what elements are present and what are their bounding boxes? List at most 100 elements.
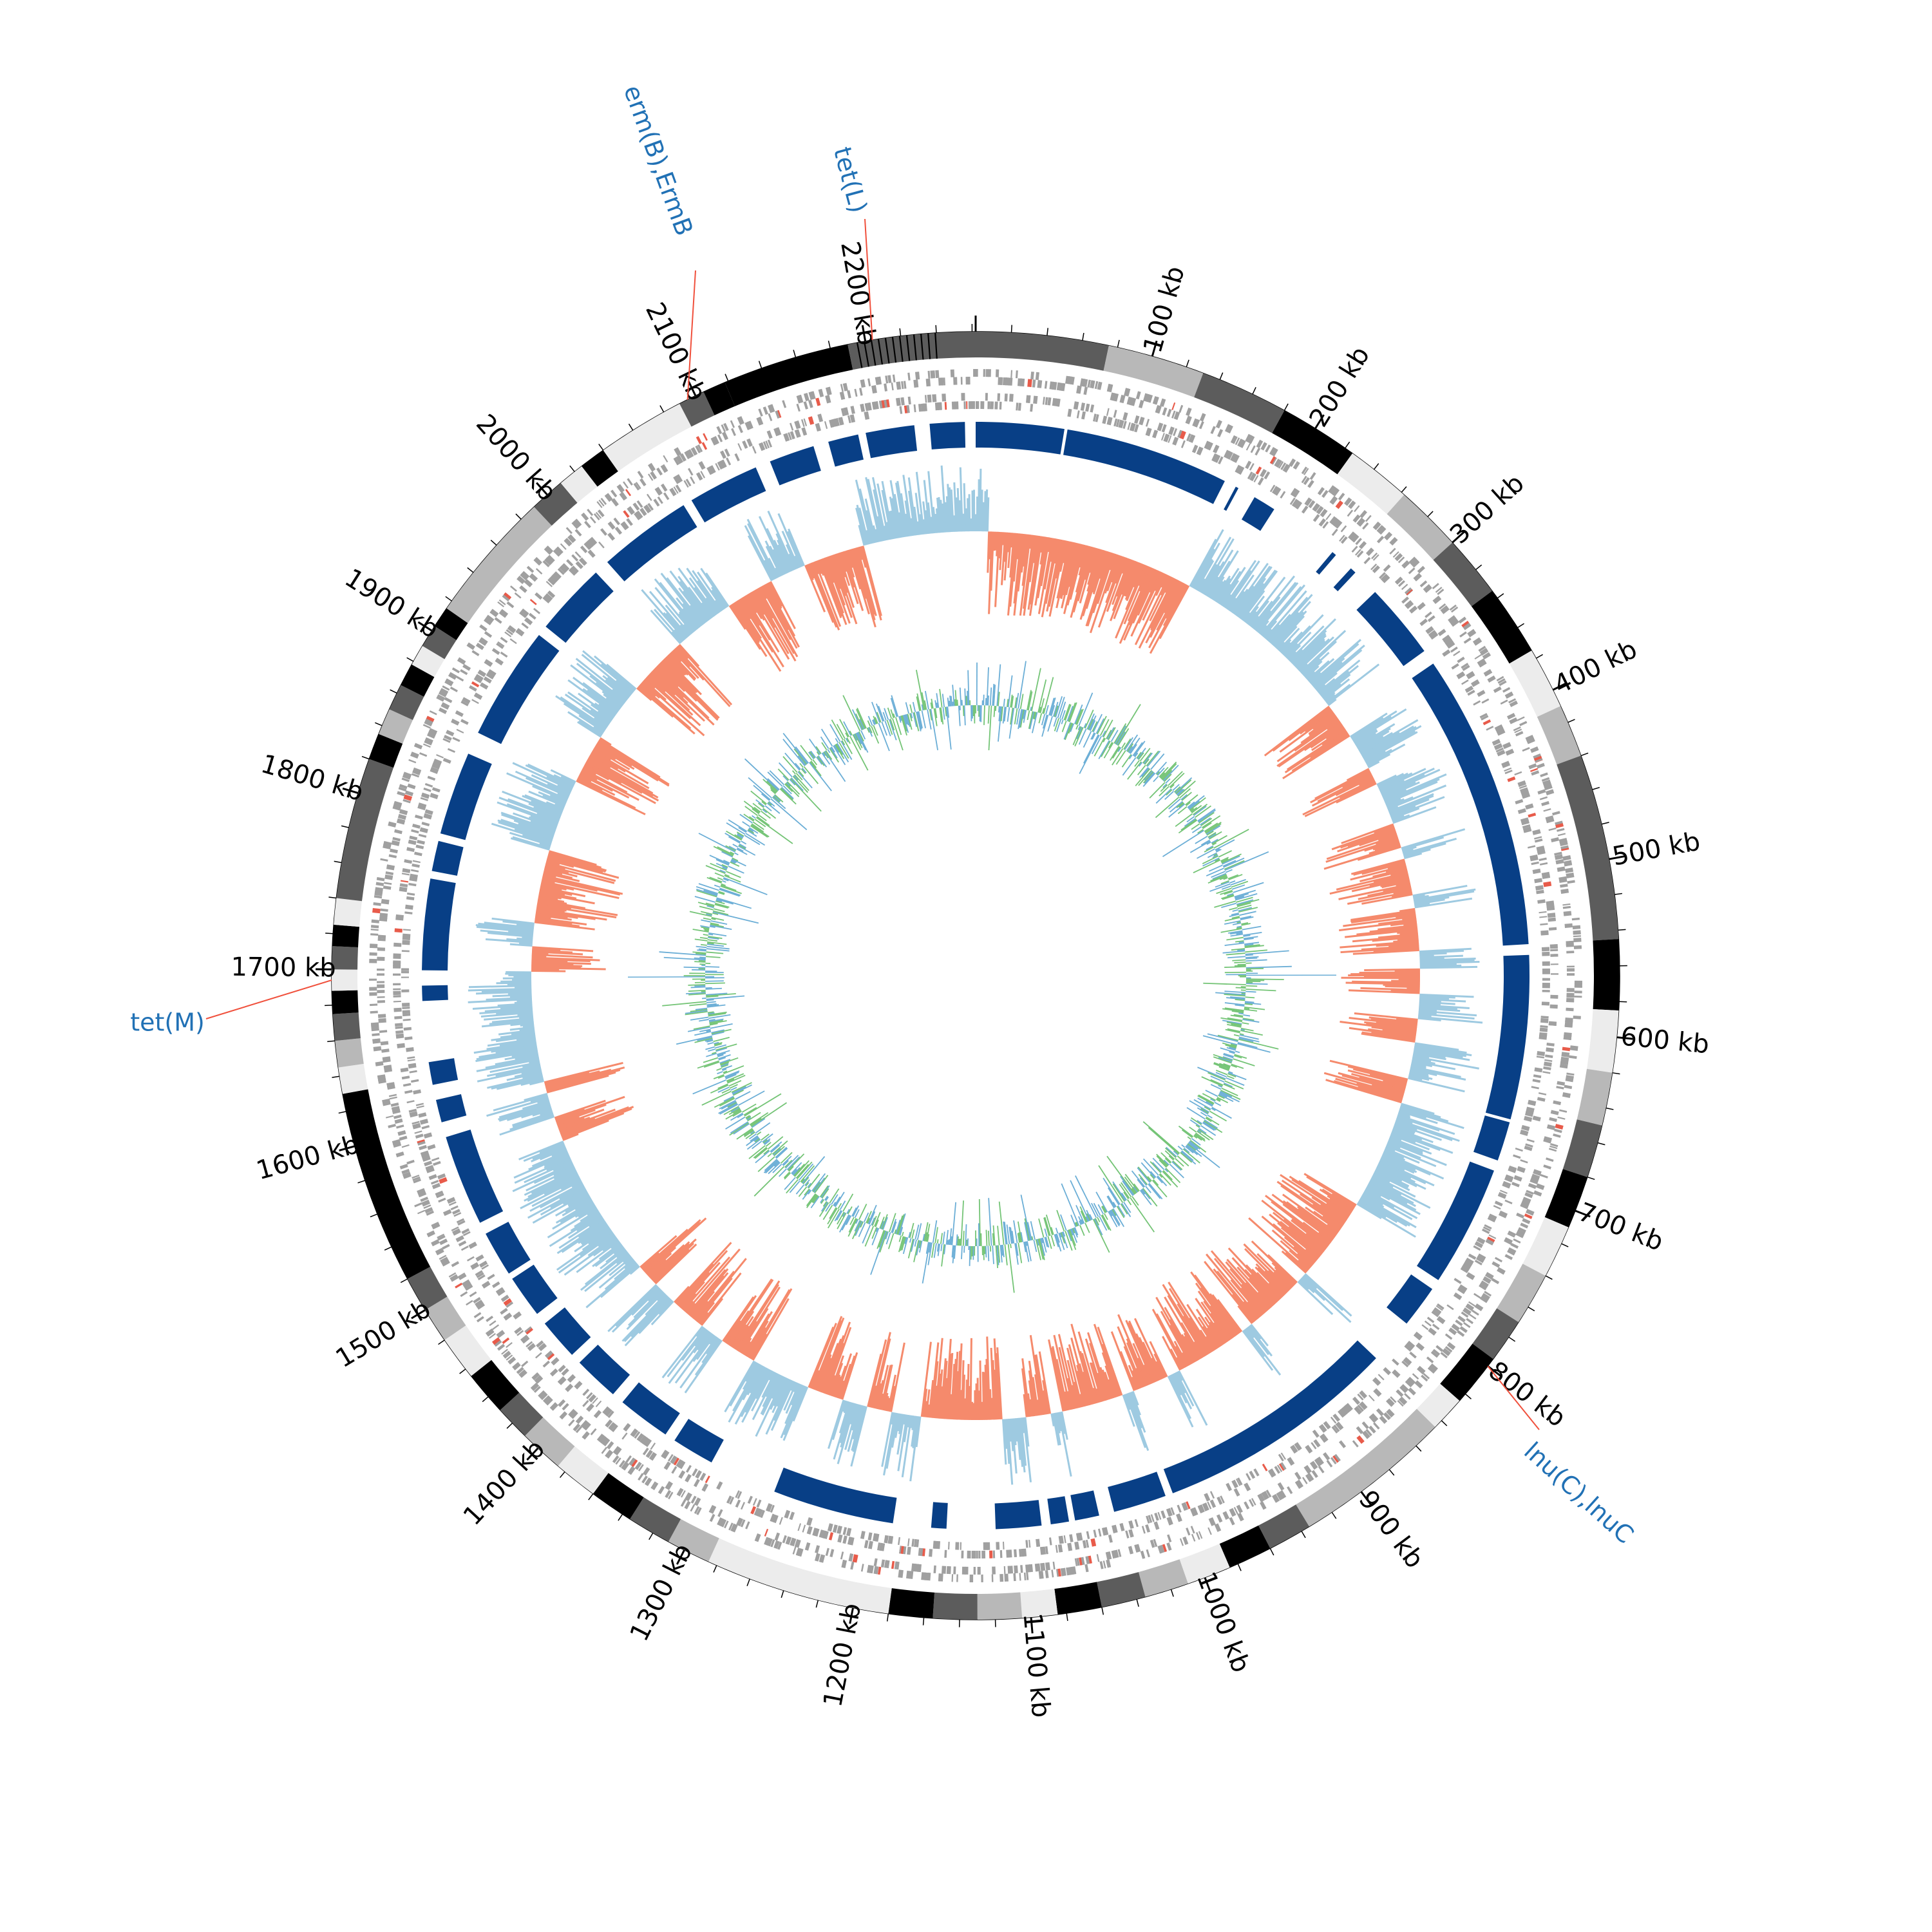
gc-high-bar <box>589 753 650 790</box>
minor-tick <box>1219 372 1224 380</box>
gc-low-bar <box>1222 594 1232 607</box>
gc-high-bar <box>581 769 639 801</box>
gc-low-bar <box>1010 1418 1018 1474</box>
gc-skew-bar <box>1003 1222 1008 1245</box>
gc-high-bar <box>737 599 752 620</box>
gc-low-bar <box>1321 674 1351 698</box>
gene-feature <box>442 738 451 743</box>
gc-low-bar <box>1056 1412 1062 1432</box>
gene-feature <box>819 1554 823 1562</box>
gc-low-bar <box>1413 895 1429 900</box>
gene-feature <box>1557 1081 1566 1086</box>
major-tick <box>339 1145 355 1151</box>
gc-high-bar <box>1155 1361 1166 1379</box>
gc-low-bar <box>1194 558 1213 590</box>
gc-high-bar <box>1148 582 1185 649</box>
gc-skew-bar <box>1035 1239 1041 1260</box>
gc-low-bar <box>518 942 533 945</box>
gene-feature <box>1213 444 1220 453</box>
gc-low-bar <box>1298 663 1309 672</box>
gc-skew-bar <box>1061 720 1067 732</box>
gene-feature <box>1320 1435 1327 1443</box>
gc-low-bar <box>1309 672 1321 683</box>
gene-feature <box>1525 803 1534 810</box>
gc-skew-bar <box>1200 1112 1208 1117</box>
gc-high-bar <box>1210 1250 1266 1314</box>
gene-feature <box>852 1554 858 1563</box>
gc-high-bar <box>1091 1362 1104 1402</box>
minor-tick <box>341 825 349 828</box>
gc-high-bar <box>1396 882 1411 887</box>
gc-low-bar <box>1378 1160 1426 1184</box>
gc-high-bar <box>1010 533 1014 548</box>
gene-feature <box>713 436 719 445</box>
gc-low-bar <box>609 1256 632 1276</box>
gc-low-bar <box>531 1170 578 1195</box>
gene-feature <box>1523 829 1532 833</box>
gc-high-bar <box>1160 576 1171 596</box>
gc-skew-bar <box>1138 752 1144 761</box>
gene-feature <box>1473 1245 1481 1251</box>
gc-low-bar <box>499 1039 536 1047</box>
gc-high-bar <box>1288 708 1332 741</box>
tick-label: 100 kb <box>1138 263 1191 356</box>
gc-low-bar <box>545 801 564 810</box>
gc-high-bar <box>531 962 574 966</box>
gc-high-bar <box>757 587 799 658</box>
gc-skew-bar <box>1206 1101 1214 1106</box>
gc-skew-bar <box>1058 1233 1065 1251</box>
gc-high-bar <box>1109 553 1117 571</box>
gene-feature <box>1550 963 1558 965</box>
gc-skew-bar <box>1188 795 1205 809</box>
gc-low-bar <box>1414 897 1473 909</box>
gc-low-bar <box>501 813 556 834</box>
gc-high-bar <box>1323 1072 1404 1097</box>
gene-feature <box>535 568 543 575</box>
gene-feature <box>1520 1203 1529 1209</box>
gene-feature <box>1006 1549 1010 1558</box>
gene-feature <box>1191 1533 1196 1542</box>
gene-feature <box>840 408 846 417</box>
gc-high-bar <box>815 1317 845 1391</box>
contig-segment <box>471 1359 520 1410</box>
gc-low-bar <box>1213 575 1231 601</box>
gc-high-bar <box>1371 1031 1416 1040</box>
gene-feature <box>1548 827 1557 831</box>
gene-feature <box>1526 1139 1535 1143</box>
gc-low-bar <box>570 664 624 706</box>
gene-feature <box>570 565 579 574</box>
gc-low-bar <box>550 1187 586 1209</box>
gc-high-bar <box>1364 968 1420 971</box>
gene-feature <box>665 1481 671 1489</box>
gene-feature <box>1502 762 1511 768</box>
gc-low-bar <box>711 586 727 609</box>
gene-feature <box>435 1247 444 1256</box>
gene-feature <box>401 1075 410 1080</box>
gc-low-bar <box>1219 567 1246 605</box>
gc-high-bar <box>827 1375 837 1396</box>
gene-feature <box>1484 1291 1492 1297</box>
gene-feature <box>623 481 629 489</box>
gene-feature <box>1244 1483 1249 1492</box>
gc-high-bar <box>1077 546 1094 601</box>
gc-low-bar <box>1419 998 1466 1003</box>
gc-low-bar <box>485 938 533 944</box>
gc-skew-bar <box>1038 713 1043 724</box>
gene-feature <box>1090 1538 1097 1547</box>
gc-high-bar <box>535 911 578 919</box>
minor-tick <box>793 350 797 358</box>
gene-feature <box>641 1475 648 1484</box>
gc-low-bar <box>611 1286 659 1333</box>
gc-low-bar <box>567 691 612 723</box>
gc-skew-bar <box>950 1236 952 1245</box>
gene-feature <box>635 482 641 489</box>
gc-skew-bar <box>1115 750 1126 765</box>
gene-feature <box>383 886 392 890</box>
gc-low-bar <box>514 1070 542 1078</box>
gene-feature <box>943 377 945 386</box>
gene-feature <box>1424 1320 1432 1327</box>
gene-feature <box>1573 1015 1581 1019</box>
gc-high-bar <box>1369 925 1417 933</box>
gene-feature <box>632 502 640 511</box>
gc-low-bar <box>681 1328 707 1361</box>
